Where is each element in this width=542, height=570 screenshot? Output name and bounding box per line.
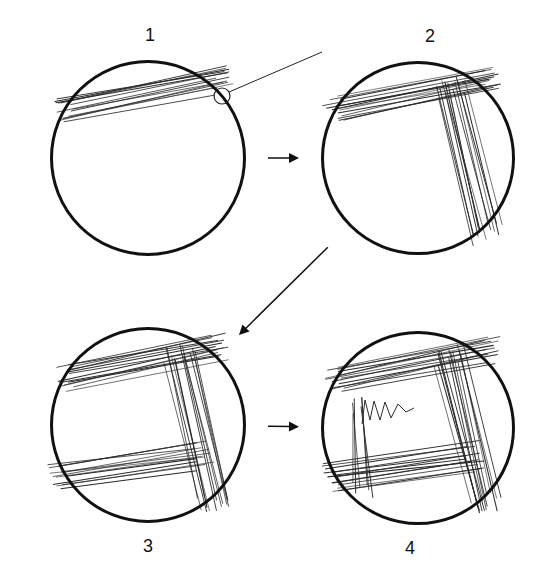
streak-line xyxy=(438,353,480,513)
zigzag-streak xyxy=(362,400,414,424)
arrow-shaft xyxy=(268,157,291,159)
arrow-shaft xyxy=(245,247,328,329)
streak-line xyxy=(57,78,216,112)
streak-line xyxy=(73,82,224,109)
streak-line xyxy=(449,358,482,512)
streak-line xyxy=(66,360,229,392)
streak-line xyxy=(352,413,353,483)
streak-line xyxy=(58,347,216,382)
petri-dish: 4 xyxy=(321,331,515,525)
streak-line xyxy=(438,366,479,511)
streak-line xyxy=(437,86,474,236)
streak-line xyxy=(61,471,197,489)
streak-line xyxy=(330,69,492,99)
dish-rim xyxy=(323,333,514,524)
streak-line xyxy=(56,456,203,477)
streak-line xyxy=(53,462,196,485)
arrow-shaft xyxy=(268,426,291,428)
streak-line xyxy=(332,349,487,381)
streak-line xyxy=(442,81,486,240)
arrow-head xyxy=(239,325,250,336)
streak-line xyxy=(338,468,484,491)
streak-line xyxy=(69,347,228,373)
dish-outline xyxy=(50,60,246,256)
dish-rim xyxy=(323,63,514,254)
streak-line xyxy=(62,465,205,485)
streak-group xyxy=(55,66,234,122)
streak-line xyxy=(439,98,474,246)
streak-line xyxy=(441,351,485,511)
streak-line xyxy=(353,403,360,487)
streak-line xyxy=(57,462,215,486)
streak-line xyxy=(339,87,494,120)
petri-dish: 1 xyxy=(50,60,246,256)
panel-number: 3 xyxy=(143,535,153,557)
petri-dish: 2 xyxy=(321,61,515,255)
streak-line xyxy=(342,364,496,392)
streak-line xyxy=(354,398,356,493)
loop-handle xyxy=(229,52,322,92)
petri-dish: 3 xyxy=(50,327,246,523)
streak-line xyxy=(171,355,209,511)
streak-line xyxy=(164,363,201,511)
flow-arrow xyxy=(268,422,299,432)
arrow-head xyxy=(289,422,299,432)
streak-line xyxy=(64,94,221,122)
dish-rim xyxy=(52,62,245,255)
streak-line xyxy=(184,356,217,501)
arrow-head xyxy=(289,153,299,163)
flow-arrow xyxy=(239,247,328,335)
flow-arrow xyxy=(268,153,299,163)
streak-group xyxy=(322,67,502,246)
streak-line xyxy=(344,354,487,389)
streak-line xyxy=(174,358,204,496)
dish-outline xyxy=(321,331,515,525)
panel-number: 2 xyxy=(425,25,435,47)
panel-number: 4 xyxy=(405,537,415,559)
panel-number: 1 xyxy=(145,24,155,46)
streak-line xyxy=(449,350,487,507)
dish-outline xyxy=(321,61,515,255)
streak-line xyxy=(166,347,207,512)
dish-rim xyxy=(52,329,245,522)
streak-line xyxy=(445,92,478,237)
streak-line xyxy=(338,84,501,113)
streak-line xyxy=(434,365,472,503)
dish-outline xyxy=(50,327,246,523)
streak-line xyxy=(342,80,490,116)
